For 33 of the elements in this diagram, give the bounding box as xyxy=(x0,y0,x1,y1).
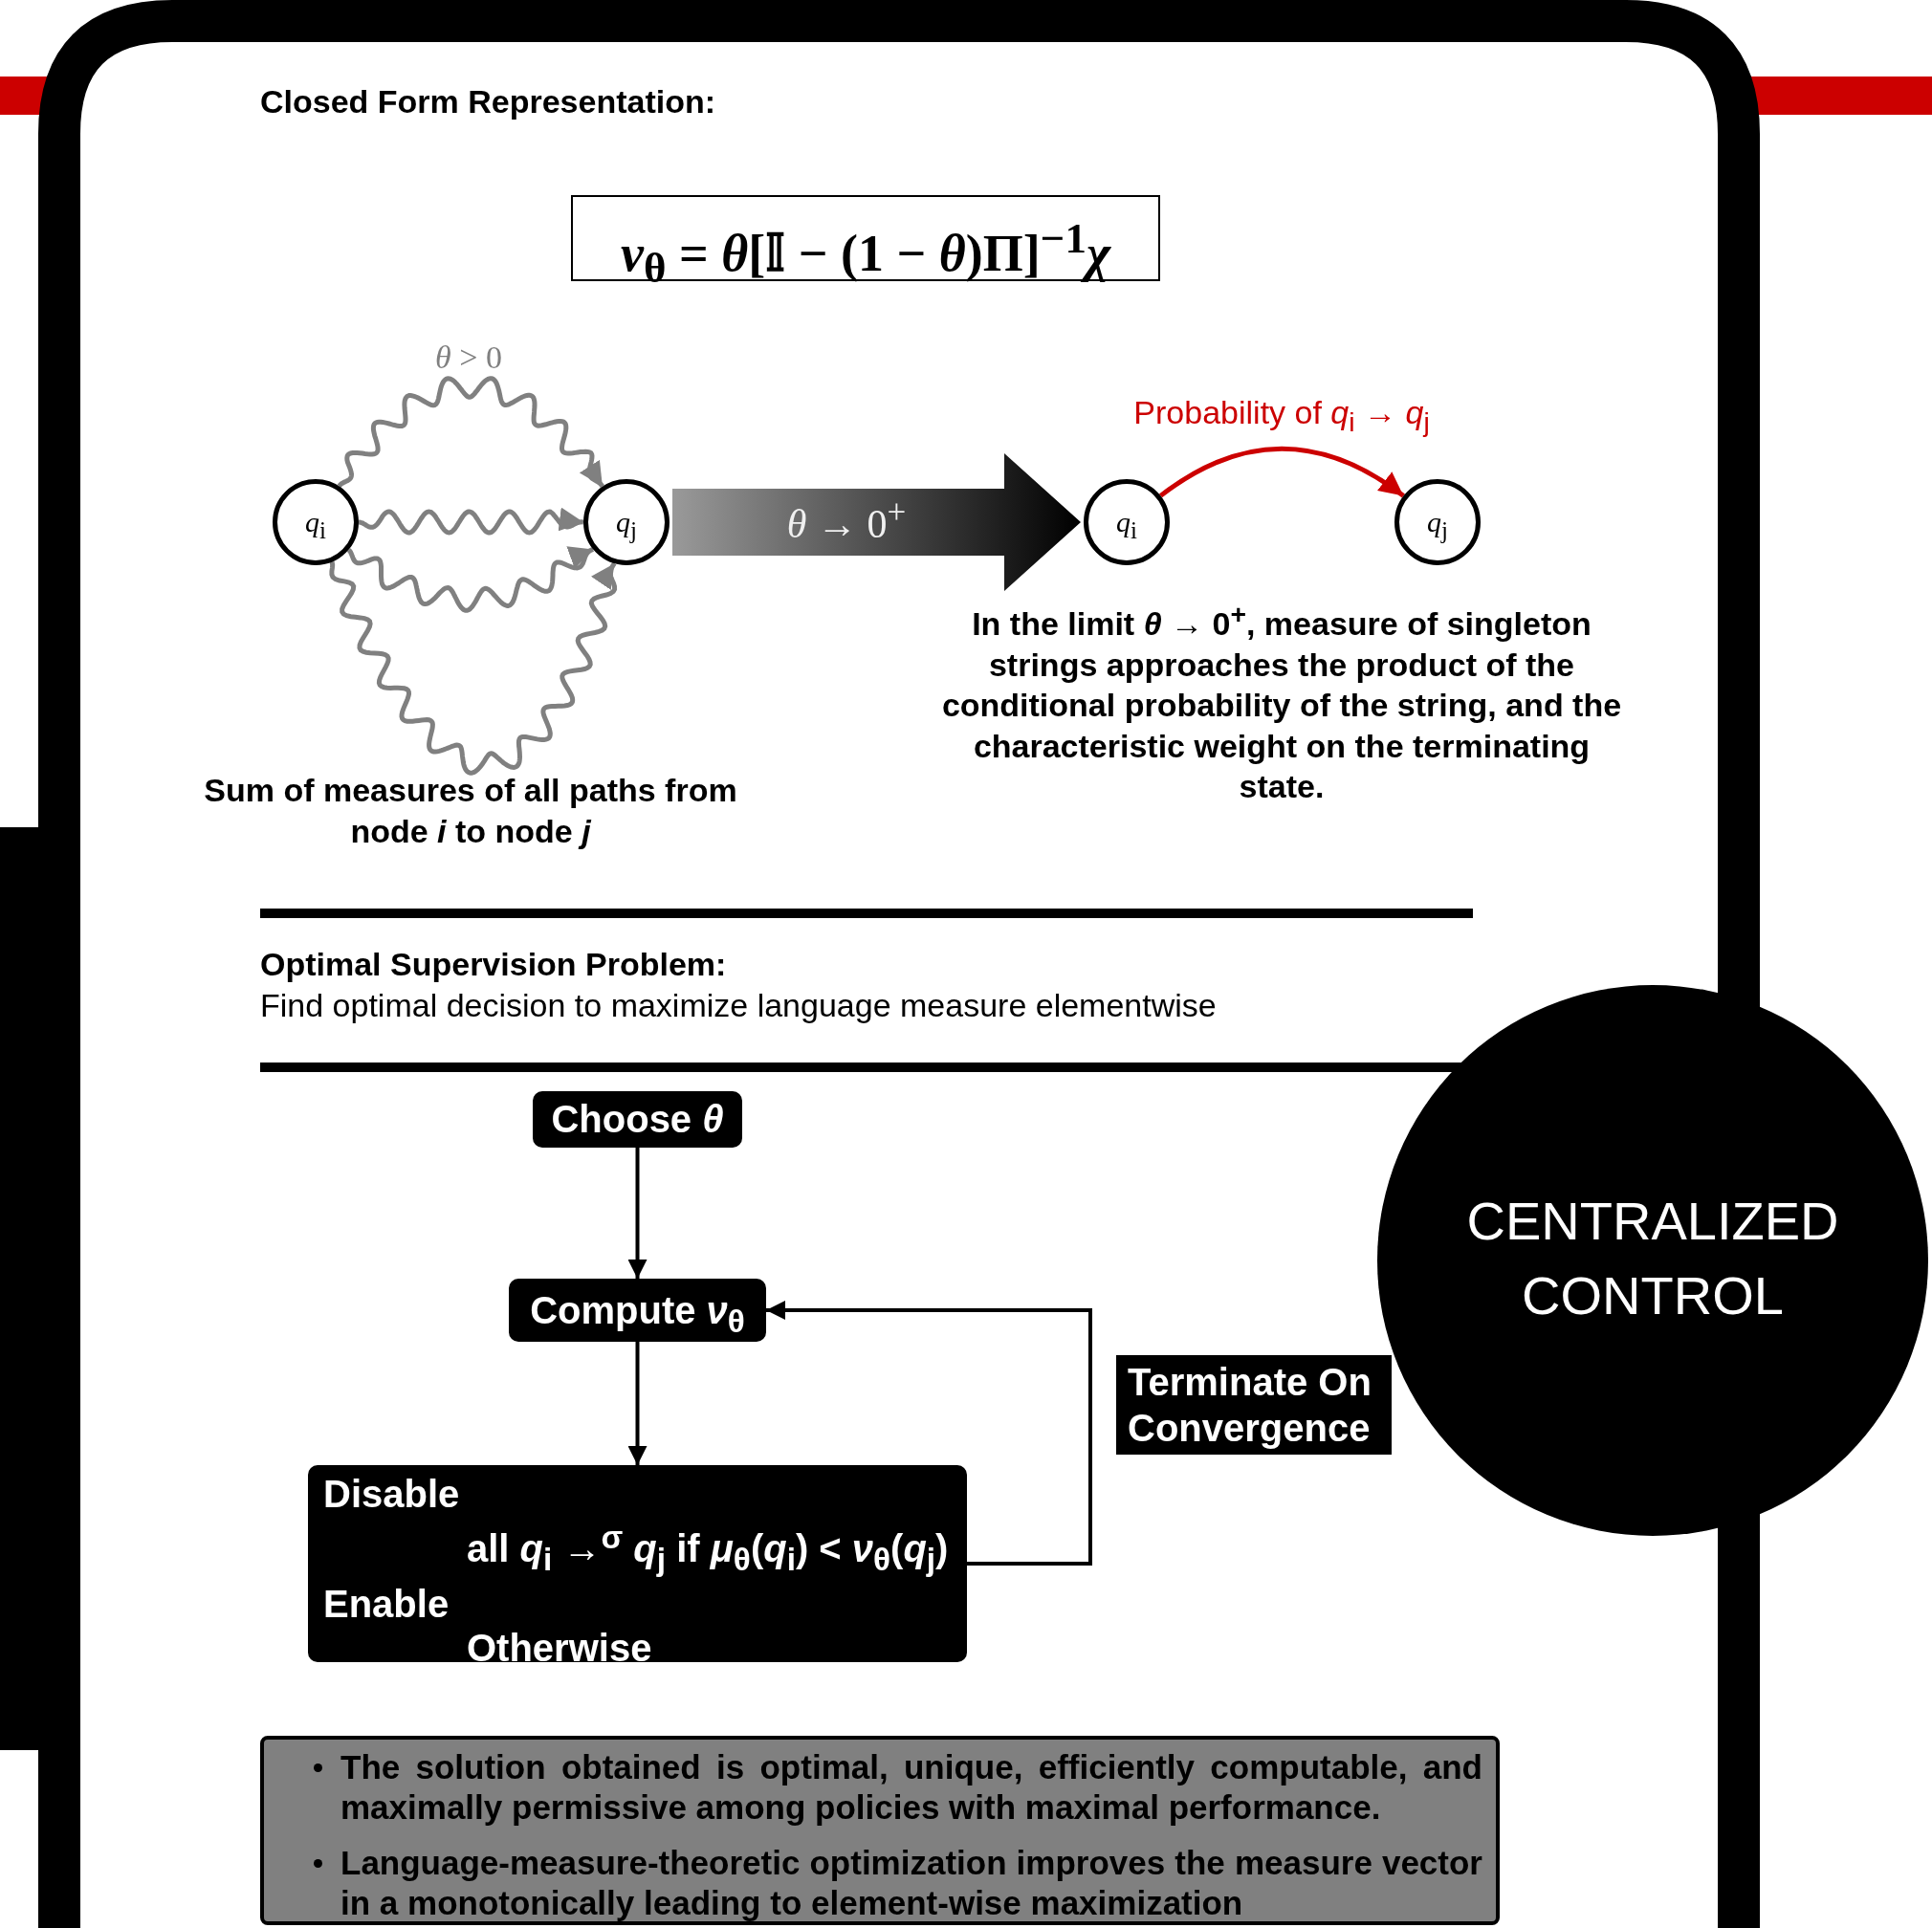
process-box: Compute ν$_{θ}$ xyxy=(509,1279,766,1342)
arrow xyxy=(346,546,595,613)
state-circle: q$_{j}$ xyxy=(583,479,670,565)
arrow xyxy=(627,1342,648,1465)
body-text: Find optimal decision to maximize language measure elementwise xyxy=(260,986,1218,1025)
caption-text: Sum of measures of all paths from node i to node j xyxy=(203,771,738,851)
bullet-text: Language-measure-theoretic optimization improves the measure vector in a monotonically leading to element-wise maximization xyxy=(340,1843,1482,1923)
arrow xyxy=(766,1301,1092,1566)
arrow xyxy=(627,1148,648,1279)
note-panel xyxy=(260,1736,1500,1925)
edge-label: θ → 0$^{+}$ xyxy=(785,493,908,547)
state-circle: q$_{i}$ xyxy=(273,479,359,565)
arrow xyxy=(357,507,585,536)
process-box xyxy=(308,1465,967,1662)
process-box: Choose θ xyxy=(533,1091,742,1148)
box-text: Otherwise xyxy=(467,1627,652,1670)
section-heading: Closed Form Representation: xyxy=(260,82,717,121)
box-text: all q$_{i}$ →$^{σ}$ q$_{j}$ if μ$_{θ}$(q$_{i}$) < ν$_{θ}$(q$_{j}$) xyxy=(467,1519,949,1580)
box-text: Enable xyxy=(323,1583,450,1626)
state-circle: q$_{i}$ xyxy=(1084,479,1170,565)
box-text: Disable xyxy=(323,1473,460,1515)
section-heading: Optimal Supervision Problem: xyxy=(260,945,728,984)
state-circle: q$_{j}$ xyxy=(1394,479,1481,565)
edge-label: Terminate On Convergence xyxy=(1116,1355,1392,1455)
block-arrow xyxy=(672,453,1081,591)
edge-label: Probability of q$_{i}$ → q$_{j}$ xyxy=(1132,394,1431,438)
edge-label: θ > 0 xyxy=(434,340,503,376)
arrow xyxy=(337,376,604,489)
caption-text: In the limit θ → 0$^{+}$, measure of singleton strings approaches the product of the conditional probability of the string, and the characteristic weight on the terminating state. xyxy=(940,598,1623,807)
badge-circle: CENTRALIZED CONTROL xyxy=(1377,985,1928,1536)
arrow xyxy=(329,561,618,776)
arrow xyxy=(1159,446,1405,498)
bullet-text: The solution obtained is optimal, unique, efficiently computable, and maximally permissive among policies with maximal performance. xyxy=(340,1747,1482,1828)
